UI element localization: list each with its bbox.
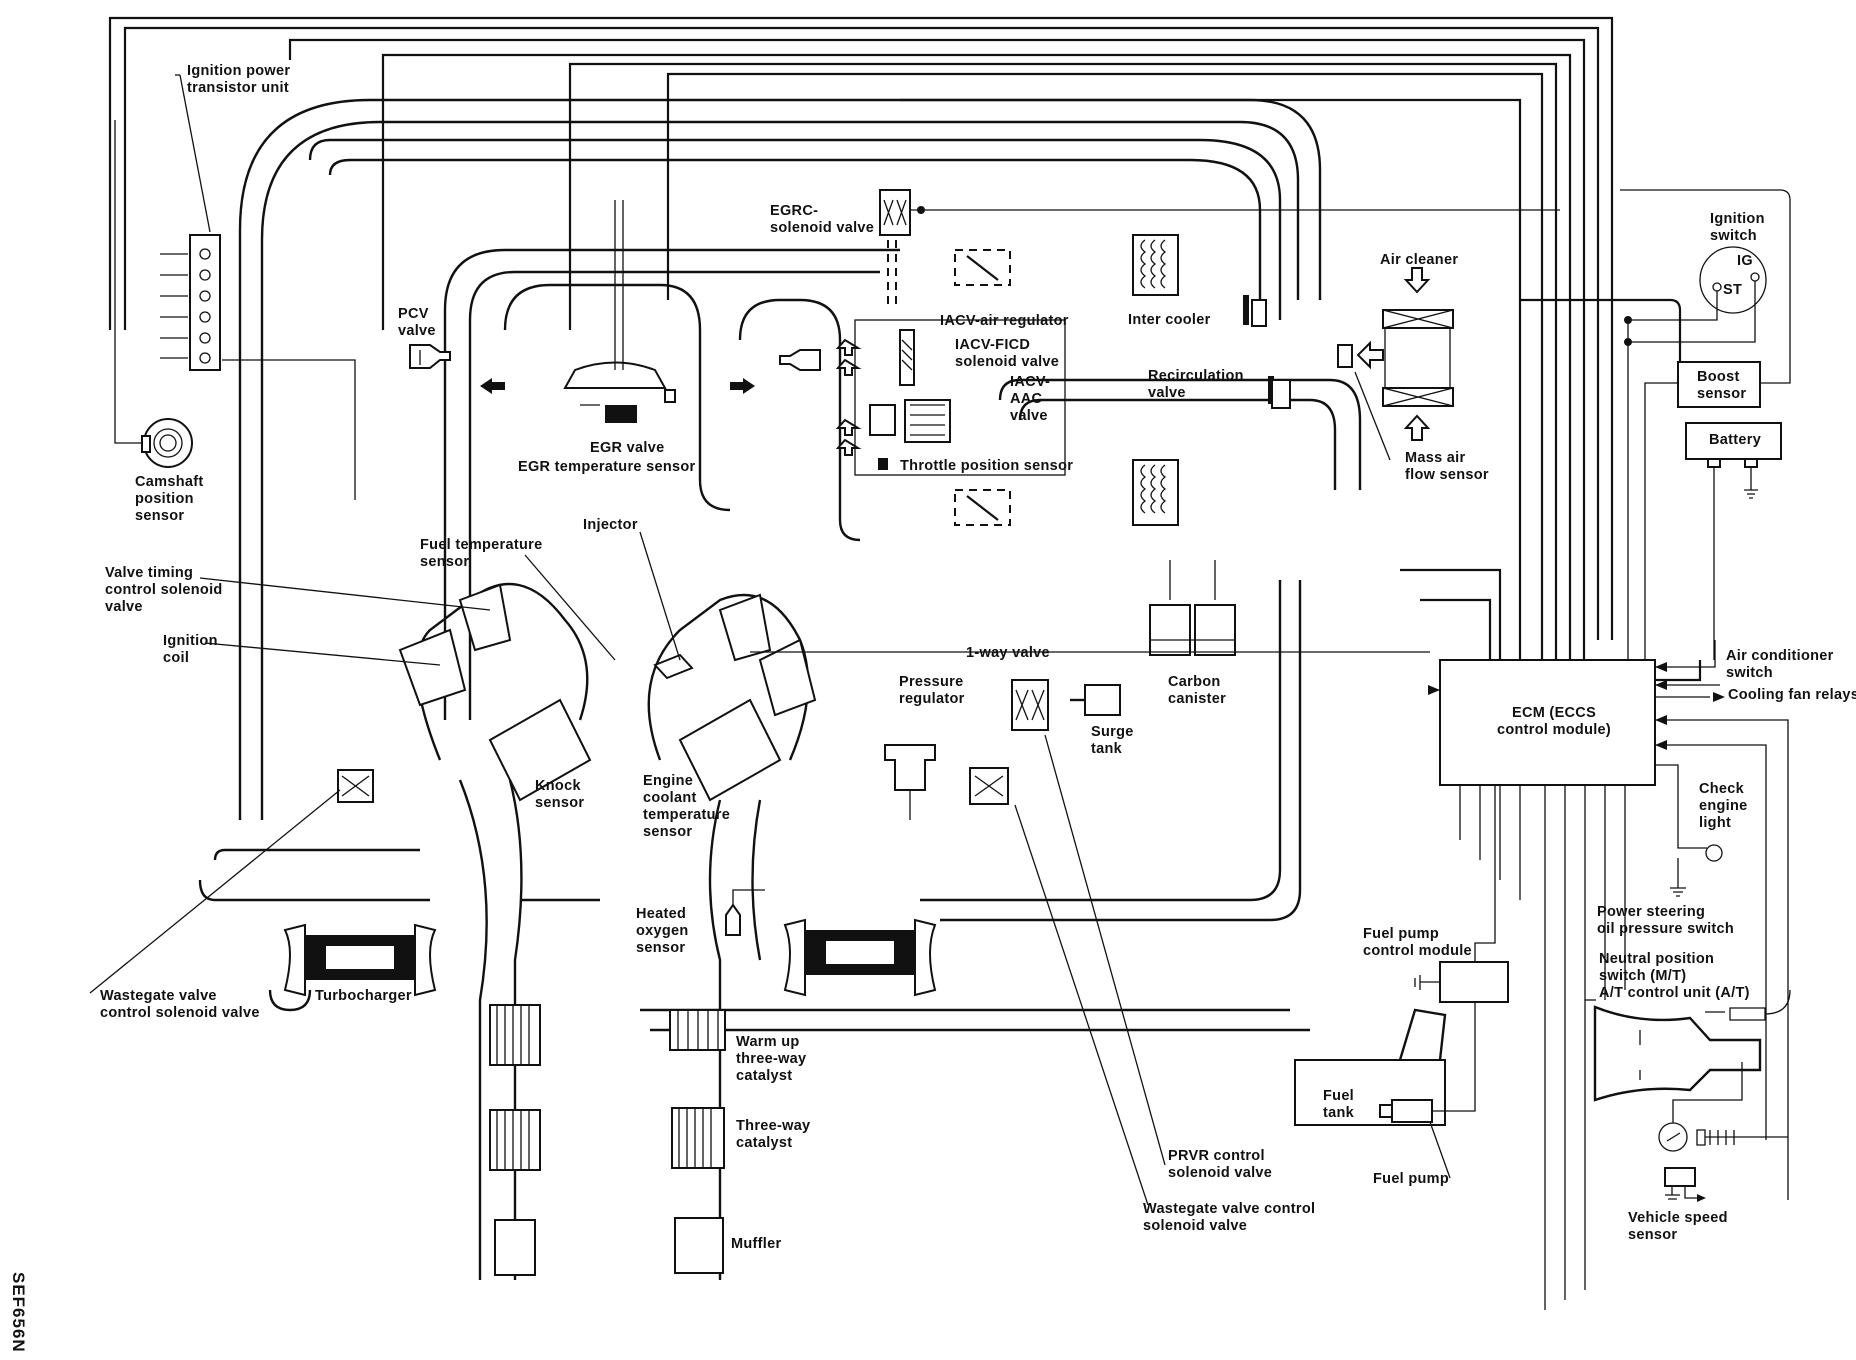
iacv-assembly [835, 319, 1066, 476]
label-engine-coolant-temperature-sensor: Engine coolant temperature sensor [643, 773, 731, 840]
wastegate-solenoid-right-icon [969, 767, 1149, 1206]
label-air-conditioner-switch: Air conditioner switch [1726, 648, 1834, 681]
label-cooling-fan-relays: Cooling fan relays [1728, 687, 1856, 703]
label-air-cleaner: Air cleaner [1380, 252, 1459, 268]
throttle-valve-icon [954, 249, 1011, 526]
label-ecm: ECM (ECCS control module) [1497, 705, 1612, 738]
egrc-solenoid-valve-icon [879, 189, 1560, 305]
ecm-bottom-wires [1459, 785, 1626, 1310]
label-prvr-control-solenoid: PRVR control solenoid valve [1168, 1148, 1273, 1181]
fuel-tank-icon [1294, 1002, 1476, 1179]
transmission-icon [1593, 989, 1791, 1123]
label-wastegate-valve-right: Wastegate valve control solenoid valve [1143, 1201, 1316, 1234]
boost-sensor-box [1620, 189, 1791, 660]
label-power-steering-switch: Power steering oil pressure switch [1597, 904, 1735, 937]
label-ignition-switch-ig: IG [1737, 253, 1753, 269]
label-wastegate-valve-left: Wastegate valve control solenoid valve [100, 988, 260, 1021]
fuel-temp-sensor-leader [524, 554, 616, 661]
exhaust-right [669, 1009, 726, 1274]
ignition-coil-leader [204, 642, 441, 666]
label-carbon-canister: Carbon canister [1168, 674, 1227, 707]
vehicle-speed-sensor-icon [1658, 1122, 1788, 1202]
label-ignition-power-transistor: Ignition power transistor unit [187, 63, 291, 96]
label-egrc-solenoid-valve: EGRC- solenoid valve [770, 203, 875, 236]
label-battery: Battery [1709, 432, 1762, 448]
label-egr-valve: EGR valve [590, 440, 665, 456]
pcv-valve-icon-right [779, 349, 821, 371]
label-fuel-tank: Fuel tank [1323, 1088, 1355, 1121]
label-boost-sensor: Boost sensor [1697, 369, 1747, 402]
label-fuel-temperature-sensor: Fuel temperature sensor [420, 537, 543, 570]
battery-box [1685, 422, 1782, 660]
label-turbocharger: Turbocharger [315, 988, 412, 1004]
carbon-canister-icon [1149, 560, 1236, 656]
surge-tank-icon [1070, 684, 1121, 716]
ignition-switch-icon [1624, 246, 1767, 660]
label-check-engine-light: Check engine light [1699, 781, 1748, 831]
intake-ducting [198, 98, 1362, 1032]
camshaft-position-sensor-icon [114, 120, 193, 468]
engine-block [398, 582, 817, 1280]
label-neutral-position-switch: Neutral position switch (M/T) A/T contro… [1599, 951, 1750, 1001]
label-mass-air-flow-sensor: Mass air flow sensor [1405, 450, 1489, 483]
label-ignition-coil: Ignition coil [163, 633, 218, 666]
egr-valve-icon [563, 200, 676, 423]
label-fuel-pump-control-module: Fuel pump control module [1363, 926, 1472, 959]
label-camshaft-position-sensor: Camshaft position sensor [135, 474, 204, 524]
label-one-way-valve: 1-way valve [966, 645, 1050, 661]
ignition-power-transistor [160, 74, 356, 500]
wastegate-solenoid-left-icon [89, 769, 374, 994]
label-injector: Injector [583, 517, 638, 533]
inter-cooler-icon [1132, 234, 1179, 526]
injector-icon [639, 531, 694, 680]
label-egr-temperature-sensor: EGR temperature sensor [518, 459, 696, 475]
pcv-valve-icon [409, 344, 451, 369]
turbocharger-right-icon [783, 918, 937, 997]
label-valve-timing-control-solenoid: Valve timing control solenoid valve [105, 565, 223, 615]
label-heated-oxygen-sensor: Heated oxygen sensor [636, 906, 689, 956]
label-ignition-switch: Ignition switch [1710, 211, 1765, 244]
label-iacv-ficd-solenoid-valve: IACV-FICD solenoid valve [955, 337, 1060, 370]
label-surge-tank: Surge tank [1091, 724, 1134, 757]
label-iacv-aac-valve: IACV- AAC valve [1010, 374, 1051, 424]
label-muffler: Muffler [731, 1236, 782, 1252]
turbocharger-left-icon [268, 923, 437, 1012]
label-warm-up-catalyst: Warm up three-way catalyst [736, 1034, 807, 1084]
prvr-solenoid-icon [1011, 679, 1166, 1166]
air-cleaner-icon [1337, 267, 1454, 461]
exhaust-flow-arrow-right [730, 378, 755, 394]
label-ignition-switch-st: ST [1723, 282, 1743, 298]
pressure-regulator-icon [884, 744, 936, 820]
label-three-way-catalyst: Three-way catalyst [736, 1118, 811, 1151]
fuel-pump-control-module [1414, 785, 1509, 1003]
heated-oxygen-sensor-icon [725, 889, 765, 936]
label-fuel-pump: Fuel pump [1373, 1171, 1449, 1187]
label-recirculation-valve: Recirculation valve [1148, 368, 1244, 401]
label-pcv-valve: PCV valve [398, 306, 436, 339]
label-iacv-air-regulator: IACV-air regulator [940, 313, 1069, 329]
label-throttle-position-sensor: Throttle position sensor [900, 458, 1074, 474]
label-knock-sensor: Knock sensor [535, 778, 585, 811]
label-vehicle-speed-sensor: Vehicle speed sensor [1628, 1210, 1728, 1243]
label-inter-cooler: Inter cooler [1128, 312, 1211, 328]
exhaust-flow-arrow-left [480, 378, 505, 394]
valve-timing-leader [199, 577, 491, 611]
exhaust-left [489, 1004, 541, 1276]
figure-code: SEF656N [9, 1272, 28, 1353]
recirculation-valve-icon [1243, 295, 1291, 409]
label-pressure-regulator: Pressure regulator [899, 674, 965, 707]
ecm-box [1428, 640, 1789, 1200]
